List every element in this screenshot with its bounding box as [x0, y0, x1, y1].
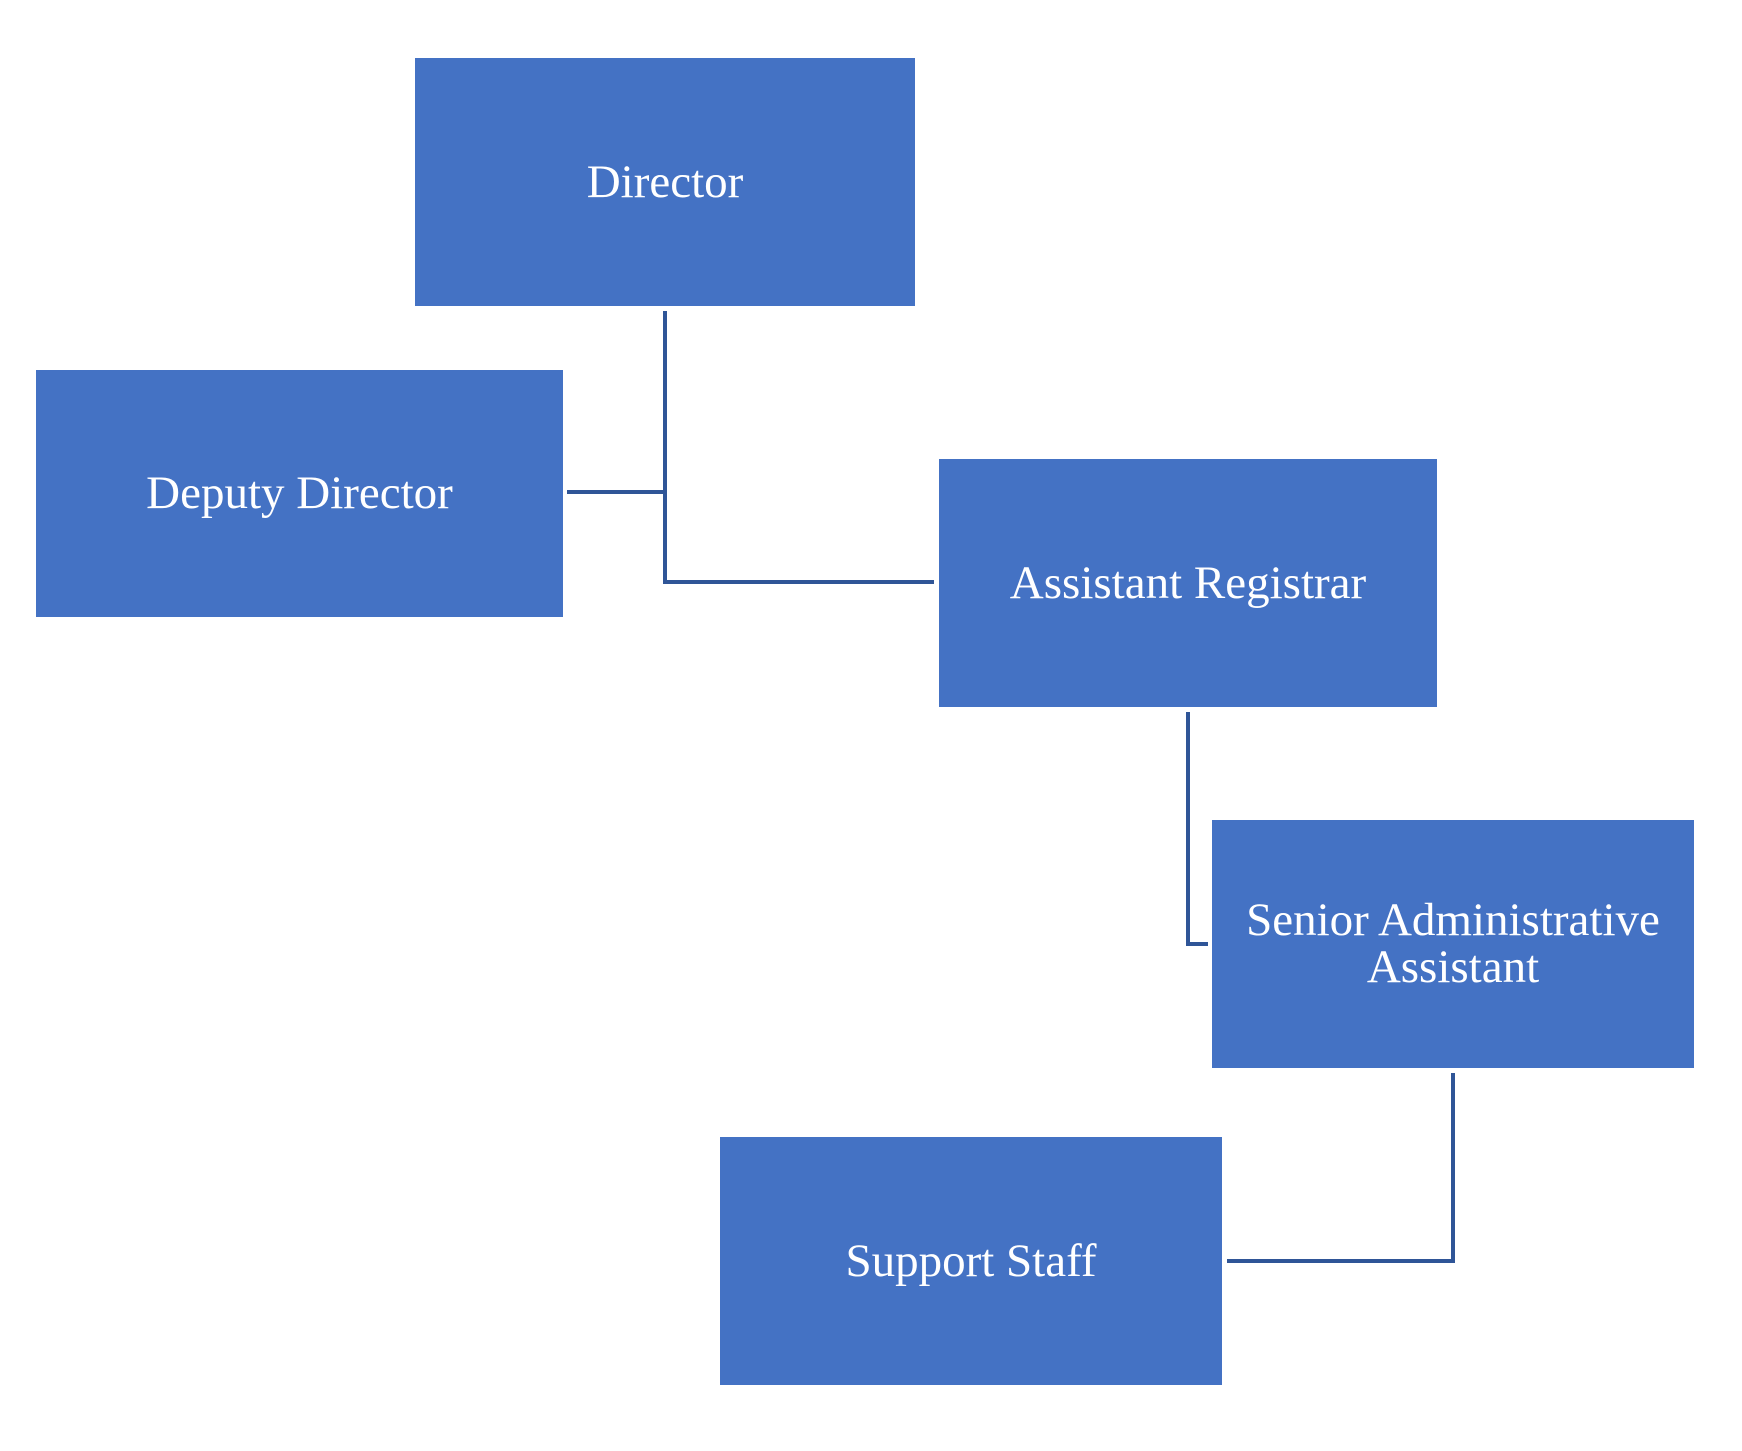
node-director-label: Director	[586, 155, 744, 208]
node-assistant-registrar: Assistant Registrar	[939, 459, 1437, 707]
connector-director-deputy-director	[567, 311, 667, 494]
node-deputy-director-label: Deputy Director	[146, 467, 453, 519]
node-senior-administrative-assistant: Senior Administrative Assistant	[1212, 820, 1694, 1068]
node-assistant-registrar-label: Assistant Registrar	[1009, 556, 1367, 609]
connector-director-assistant-registrar	[663, 492, 934, 584]
node-senior-administrative-assistant-label: Senior Administrative Assistant	[1246, 894, 1660, 993]
node-support-staff: Support Staff	[720, 1137, 1222, 1385]
node-support-staff-label: Support Staff	[845, 1234, 1097, 1287]
connector-senior-admin-support-staff	[1227, 1073, 1455, 1263]
node-director: Director	[415, 58, 915, 306]
node-deputy-director: Deputy Director	[36, 370, 563, 617]
connector-assistant-registrar-senior-admin	[1186, 712, 1208, 946]
